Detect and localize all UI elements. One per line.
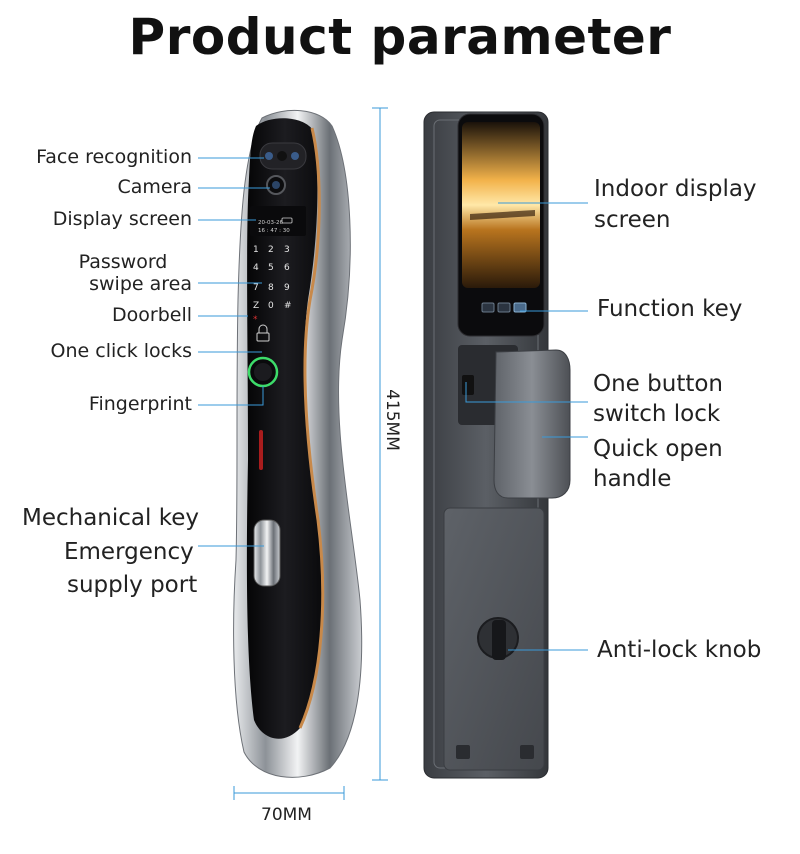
width-dimension-label: 70MM: [261, 805, 312, 825]
function-key-3: [513, 302, 527, 313]
label-anti-lock-knob: Anti-lock knob: [597, 637, 762, 663]
label-switch-line2: switch lock: [593, 401, 721, 427]
label-camera: Camera: [117, 176, 192, 198]
keypad-key[interactable]: 3: [284, 245, 290, 255]
keypad-key[interactable]: 8: [268, 283, 274, 293]
label-display-screen: Display screen: [52, 208, 192, 230]
battery-icon: [281, 217, 293, 224]
height-dimension-label: 415MM: [382, 389, 402, 451]
screen-time: 16 : 47 : 30: [258, 228, 290, 234]
label-fingerprint: Fingerprint: [88, 393, 192, 415]
function-key-1: [481, 302, 495, 313]
label-handle-line1: Quick open: [593, 436, 723, 462]
label-switch-line1: One button: [593, 371, 724, 397]
keypad-key[interactable]: 5: [268, 263, 274, 273]
label-indoor-line2: screen: [594, 207, 671, 233]
label-password-line2: swipe area: [89, 273, 192, 295]
keypad-key[interactable]: 6: [284, 263, 290, 273]
keypad-key[interactable]: 9: [284, 283, 290, 293]
function-key-2: [497, 302, 511, 313]
keypad-key[interactable]: 0: [268, 301, 274, 311]
mechanical-key-cover: [253, 519, 281, 587]
keypad-key[interactable]: 7: [253, 283, 259, 293]
keypad-key[interactable]: #: [284, 301, 292, 311]
label-emergency-line2: supply port: [67, 572, 198, 598]
screen-date: 20-03-26: [258, 220, 283, 226]
callout-lines: [198, 157, 588, 651]
page-title: Product parameter: [128, 8, 672, 66]
label-emergency-line1: Emergency: [64, 539, 194, 565]
label-face-recognition: Face recognition: [36, 146, 192, 168]
indoor-display-screen: [462, 122, 540, 288]
quick-open-handle: [493, 349, 571, 499]
label-mechanical-key: Mechanical key: [22, 505, 199, 531]
label-one-click-locks: One click locks: [50, 340, 192, 362]
keypad-key[interactable]: Z: [253, 301, 259, 311]
dimension-lines: [233, 107, 388, 800]
keypad-key[interactable]: *: [253, 315, 258, 325]
label-handle-line2: handle: [593, 466, 672, 492]
front-display-screen: [250, 206, 306, 236]
label-doorbell: Doorbell: [112, 304, 192, 326]
label-function-key: Function key: [597, 296, 743, 322]
label-indoor-line1: Indoor display: [594, 176, 757, 202]
keypad-key[interactable]: 4: [253, 263, 259, 273]
keypad-key[interactable]: 2: [268, 245, 274, 255]
keypad-key[interactable]: 1: [253, 245, 259, 255]
back-lock: [423, 111, 571, 779]
face-recognition-sensor-icon: [265, 152, 273, 160]
label-password-line1: Password: [78, 251, 168, 273]
lock-icon: [258, 324, 268, 333]
